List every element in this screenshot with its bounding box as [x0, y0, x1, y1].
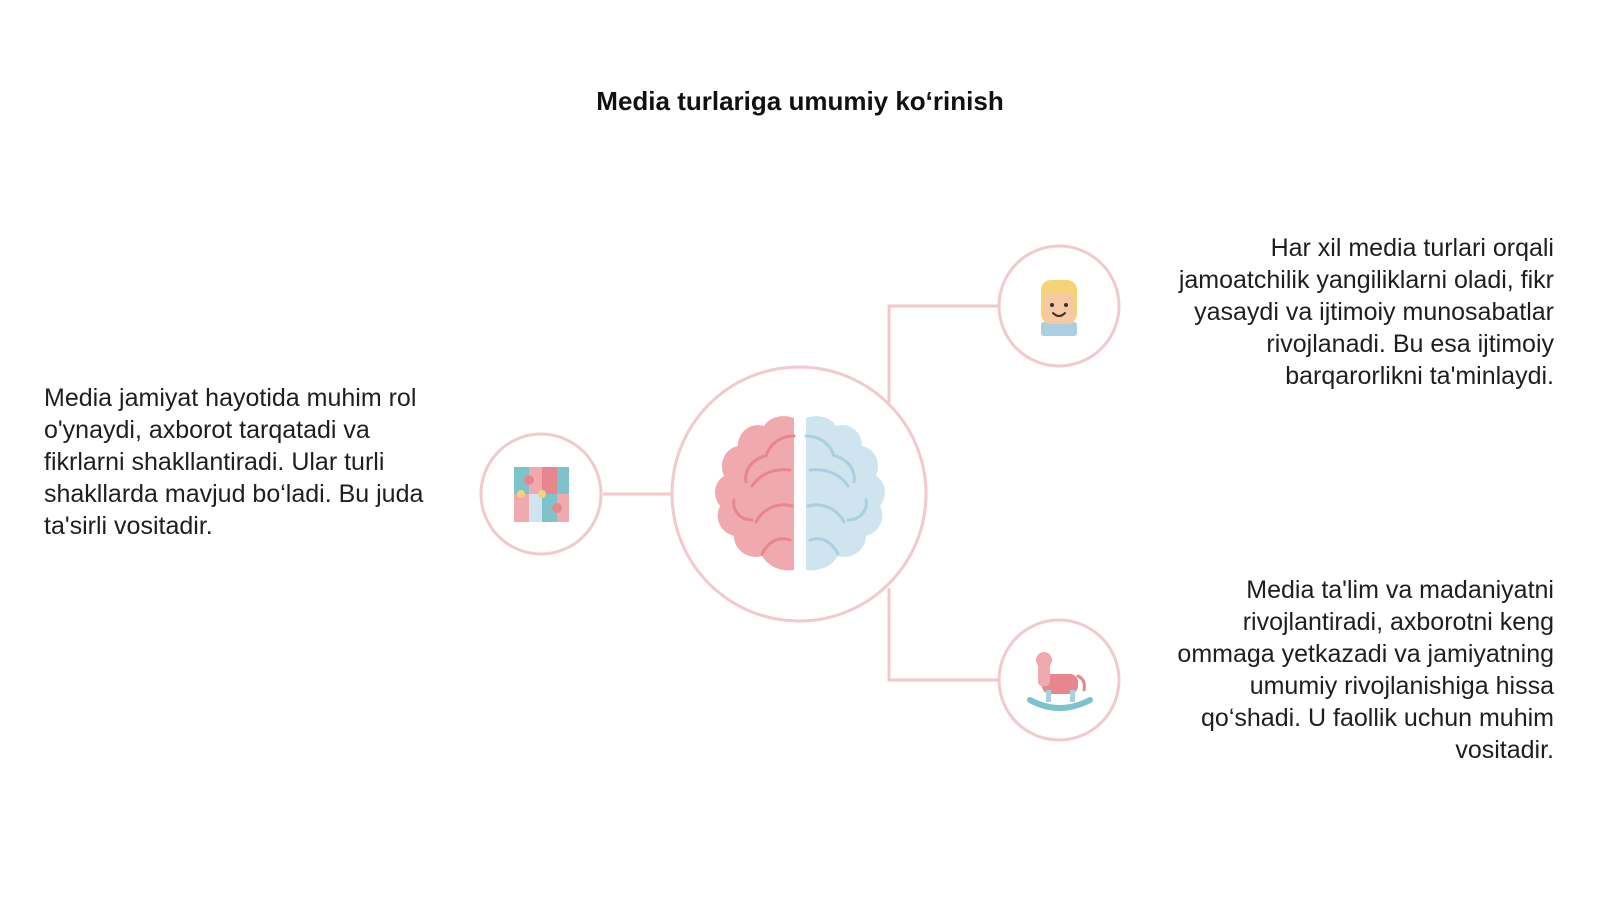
connectors — [603, 304, 998, 682]
brain-icon — [715, 416, 885, 571]
center-node — [670, 365, 928, 623]
center-ring — [670, 365, 928, 623]
puzzle-icon — [514, 467, 569, 522]
connector-bottom-right — [887, 588, 998, 682]
node-left — [479, 432, 603, 556]
connector-top-right — [887, 304, 998, 404]
node-top-right — [997, 244, 1121, 368]
node-bottom-right — [997, 618, 1121, 742]
text-bottom-right: Media ta'lim va madaniyatni rivojlantira… — [1177, 576, 1554, 764]
text-top-right: Har xil media turlari orqali jamoatchili… — [1178, 234, 1554, 390]
text-left: Media jamiyat hayotida muhim rol o'ynayd… — [44, 384, 424, 540]
rocking-horse-icon — [1027, 652, 1093, 711]
child-face-icon — [1041, 280, 1077, 336]
page-title: Media turlariga umumiy ko‘rinish — [596, 86, 1004, 116]
